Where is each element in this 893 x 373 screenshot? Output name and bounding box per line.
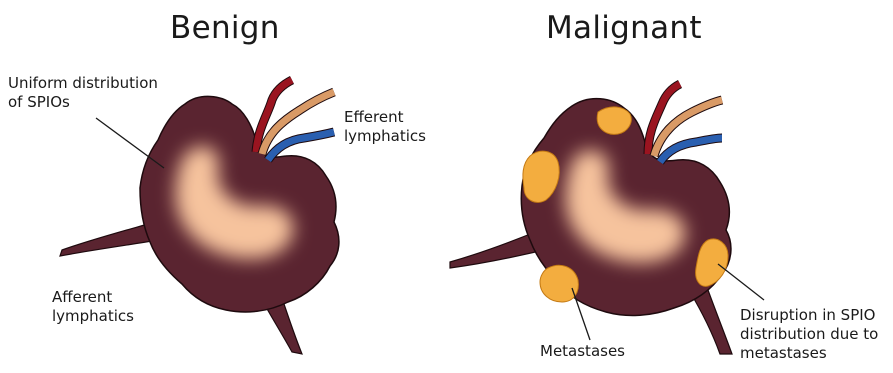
spio-distribution-label-line1: Uniform distribution xyxy=(8,74,158,93)
malignant-afferent-lymphatic-bottom xyxy=(690,290,732,354)
afferent-label-line2: lymphatics xyxy=(52,307,134,326)
efferent-label-line2: lymphatics xyxy=(344,127,426,146)
disruption-label-line2: distribution due to xyxy=(740,325,878,344)
malignant-title: Malignant xyxy=(546,8,702,48)
malignant-lymph-node xyxy=(450,99,732,354)
benign-efferent-vessels xyxy=(256,80,334,160)
malignant-efferent-vessels xyxy=(648,84,722,162)
spio-distribution-label-line2: of SPIOs xyxy=(8,93,158,112)
benign-afferent-lymphatic-left xyxy=(60,222,158,256)
disruption-label-line1: Disruption in SPIO xyxy=(740,306,878,325)
afferent-label-line1: Afferent xyxy=(52,288,134,307)
efferent-lymphatics-label: Efferent lymphatics xyxy=(344,108,426,146)
spio-distribution-label: Uniform distribution of SPIOs xyxy=(8,74,158,112)
benign-title: Benign xyxy=(170,8,280,48)
disruption-label: Disruption in SPIO distribution due to m… xyxy=(740,306,878,363)
disruption-label-line3: metastases xyxy=(740,344,878,363)
benign-spio-leader-line xyxy=(96,118,164,168)
metastases-label: Metastases xyxy=(540,342,625,361)
afferent-lymphatics-label: Afferent lymphatics xyxy=(52,288,134,326)
disruption-leader-line xyxy=(718,264,764,300)
metastasis-top xyxy=(597,107,631,134)
metastasis-bottom xyxy=(540,265,578,302)
efferent-label-line1: Efferent xyxy=(344,108,426,127)
